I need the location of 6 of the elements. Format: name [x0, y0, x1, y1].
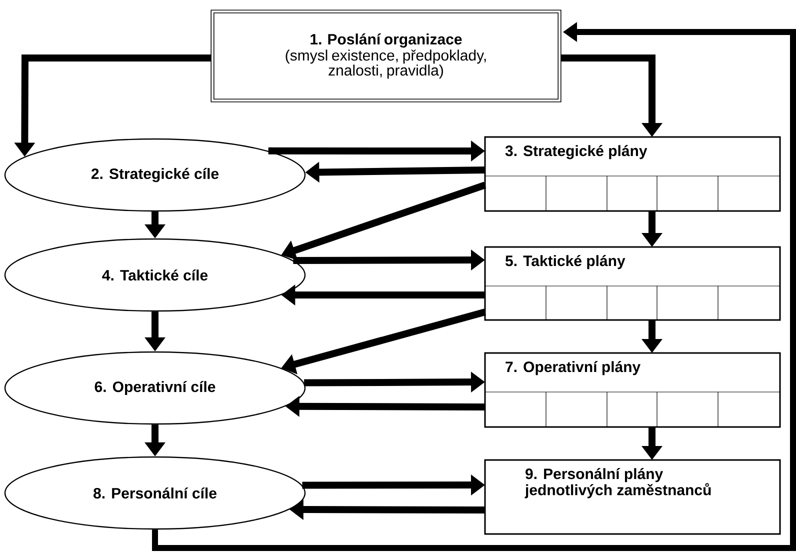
plan-box: 7. Operativní plány — [484, 352, 781, 428]
plan-box: 5. Taktické plány — [484, 246, 781, 321]
arrow — [152, 22, 796, 551]
plan-box: 9. Personální plány jednotlivých zaměstnanců — [484, 459, 781, 535]
mission-box: 1. Poslání organizace (smysl existence, předpoklady, znalosti, pravidla) — [210, 10, 562, 102]
plan-box: 3. Strategické plány — [484, 136, 781, 212]
